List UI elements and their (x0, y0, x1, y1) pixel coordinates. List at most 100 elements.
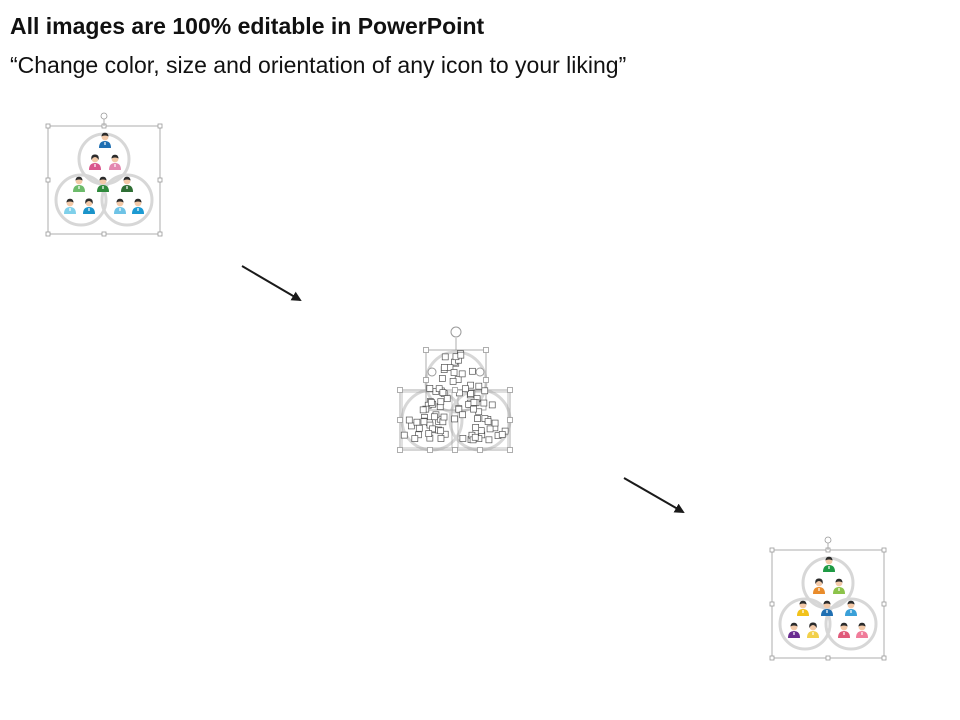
resize-handle[interactable] (467, 381, 474, 389)
resize-handle[interactable] (450, 369, 458, 376)
resize-handle[interactable] (769, 655, 775, 661)
resize-handle[interactable] (484, 418, 492, 425)
resize-handle[interactable] (455, 405, 463, 413)
rotate-handle[interactable] (475, 367, 485, 377)
resize-handle[interactable] (457, 351, 465, 359)
resize-handle[interactable] (420, 418, 428, 426)
resize-handle[interactable] (427, 447, 433, 453)
resize-handle[interactable] (477, 447, 483, 453)
middle-left-person-icon (797, 600, 809, 616)
resize-handle[interactable] (459, 435, 467, 442)
resize-handle[interactable] (470, 399, 478, 406)
resize-handle[interactable] (459, 411, 466, 419)
resize-handle[interactable] (452, 387, 458, 393)
resize-handle[interactable] (472, 424, 480, 431)
top-left-person-icon (89, 154, 101, 170)
resize-handle[interactable] (449, 378, 457, 385)
resize-handle[interactable] (45, 231, 51, 237)
resize-handle[interactable] (157, 231, 163, 237)
right-circle (100, 173, 154, 227)
resize-handle[interactable] (507, 387, 513, 393)
resize-handle[interactable] (423, 347, 429, 353)
resize-handle[interactable] (425, 430, 433, 437)
resize-handle[interactable] (157, 177, 163, 183)
resize-handle[interactable] (427, 399, 435, 406)
resize-handle[interactable] (443, 395, 451, 403)
page-subtitle: “Change color, size and orientation of a… (10, 52, 627, 78)
bottom-left-person-2-icon (83, 198, 95, 214)
resize-handle[interactable] (769, 547, 775, 553)
resize-handle[interactable] (437, 398, 445, 406)
resize-handle[interactable] (458, 370, 466, 378)
resize-handle[interactable] (491, 419, 499, 427)
resize-handle[interactable] (825, 655, 831, 661)
resize-handle[interactable] (45, 123, 51, 129)
resize-handle[interactable] (45, 177, 51, 183)
resize-handle[interactable] (437, 427, 445, 435)
resize-handle[interactable] (881, 547, 887, 553)
resize-handle[interactable] (486, 425, 494, 433)
resize-handle[interactable] (397, 387, 403, 393)
resize-handle[interactable] (477, 427, 485, 435)
resize-handle[interactable] (439, 389, 447, 396)
resize-handle[interactable] (400, 431, 408, 439)
resize-handle[interactable] (469, 367, 476, 375)
resize-handle[interactable] (438, 375, 446, 382)
resize-handle[interactable] (405, 416, 413, 424)
resize-handle[interactable] (397, 417, 403, 423)
resize-handle[interactable] (423, 377, 429, 383)
resize-handle[interactable] (408, 422, 415, 430)
page-title: All images are 100% editable in PowerPoi… (10, 13, 485, 39)
people-venn-diagram-recolored[interactable] (769, 536, 887, 661)
rotate-handle[interactable] (450, 326, 462, 338)
resize-handle[interactable] (462, 385, 469, 393)
resize-handle[interactable] (483, 377, 489, 383)
ungrouped-shapes-diagram[interactable] (397, 326, 513, 453)
resize-handle[interactable] (507, 417, 513, 423)
resize-handle[interactable] (415, 424, 423, 432)
resize-handle[interactable] (413, 418, 421, 426)
resize-handle[interactable] (411, 435, 419, 442)
resize-handle[interactable] (471, 433, 479, 441)
resize-handle[interactable] (769, 601, 775, 607)
resize-handle[interactable] (488, 401, 496, 409)
resize-handle[interactable] (440, 413, 448, 421)
resize-handle[interactable] (507, 447, 513, 453)
middle-right-person-icon (121, 176, 133, 192)
resize-handle[interactable] (475, 382, 483, 390)
resize-handle[interactable] (435, 385, 443, 393)
people-venn-diagram-original[interactable] (45, 112, 163, 237)
bottom-right-person-1-icon (114, 198, 126, 214)
rotate-handle[interactable] (824, 536, 832, 544)
resize-handle[interactable] (441, 353, 449, 361)
rotate-handle[interactable] (100, 112, 108, 120)
resize-handle[interactable] (480, 399, 488, 407)
resize-handle[interactable] (426, 385, 434, 392)
resize-handle[interactable] (440, 364, 448, 371)
resize-handle[interactable] (470, 405, 477, 413)
bottom-right-person-2-icon (132, 198, 144, 214)
bottom-left-person-1-icon (788, 622, 800, 638)
middle-center-person-icon (97, 176, 109, 192)
resize-handle[interactable] (419, 406, 427, 414)
resize-handle[interactable] (485, 436, 493, 444)
resize-handle[interactable] (467, 390, 474, 397)
resize-handle[interactable] (881, 601, 887, 607)
top-left-person-icon (813, 578, 825, 594)
resize-handle[interactable] (481, 387, 489, 395)
resize-handle[interactable] (441, 430, 449, 438)
resize-handle[interactable] (415, 431, 422, 439)
resize-handle[interactable] (157, 123, 163, 129)
resize-handle[interactable] (397, 447, 403, 453)
resize-handle[interactable] (498, 431, 506, 438)
resize-handle[interactable] (437, 435, 445, 442)
left-circle (54, 173, 108, 227)
resize-handle[interactable] (431, 413, 438, 421)
resize-handle[interactable] (451, 415, 458, 423)
resize-handle[interactable] (881, 655, 887, 661)
resize-handle[interactable] (452, 447, 458, 453)
resize-handle[interactable] (474, 415, 481, 422)
resize-handle[interactable] (101, 231, 107, 237)
rotate-handle[interactable] (427, 367, 437, 377)
resize-handle[interactable] (483, 347, 489, 353)
